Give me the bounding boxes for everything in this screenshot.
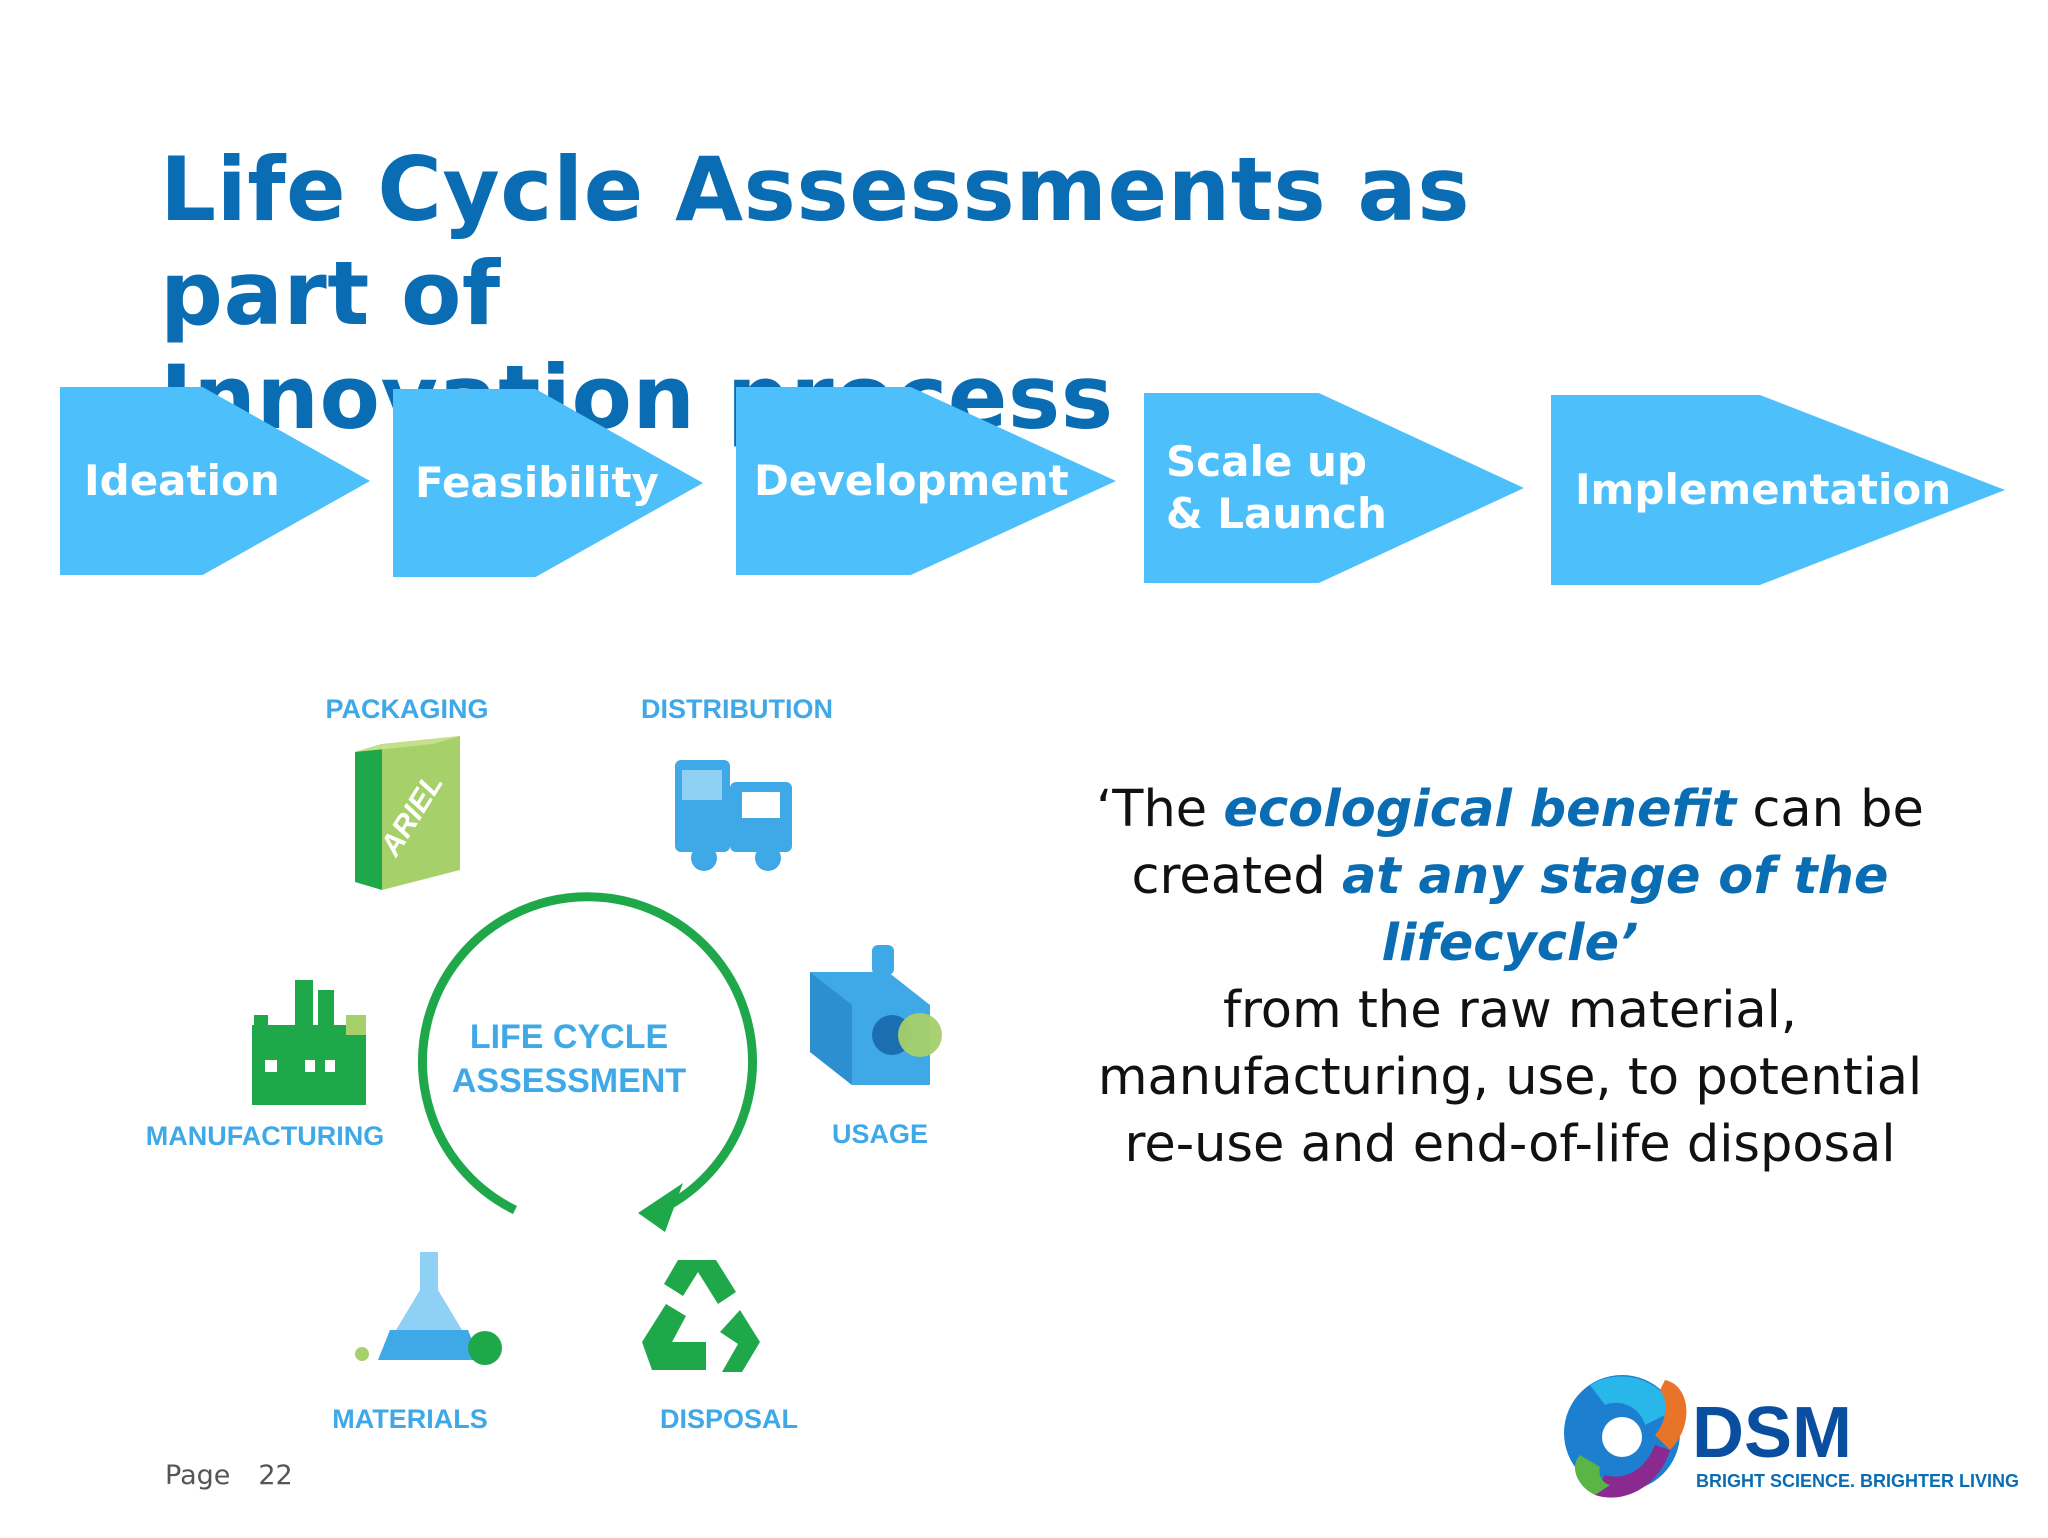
cycle-arrowhead — [638, 1183, 683, 1232]
slide-title: Life Cycle Assessments as part of Innova… — [160, 138, 1660, 450]
process-step-label: Implementation — [1575, 465, 1952, 514]
process-step-label: Ideation — [84, 456, 280, 505]
life-cycle-diagram: LIFE CYCLE ASSESSMENT ARIEL PACKAGING DI… — [146, 694, 942, 1434]
page-label: Page — [165, 1460, 231, 1491]
quote-text-3: from the raw material, manufacturing, us… — [1097, 981, 1923, 1174]
dsm-logo-tagline: BRIGHT SCIENCE. BRIGHTER LIVING. — [1696, 1471, 2020, 1491]
truck-icon — [675, 760, 792, 871]
stage-label-packaging: PACKAGING — [325, 694, 488, 724]
dsm-logo: DSM BRIGHT SCIENCE. BRIGHTER LIVING. — [1564, 1375, 2020, 1498]
quote-emphasis-any-stage: at any stage of the lifecycle’ — [1341, 847, 1889, 973]
stage-label-distribution: DISTRIBUTION — [641, 694, 833, 724]
cycle-arrow — [418, 892, 757, 1215]
page-number: Page 22 — [165, 1460, 293, 1491]
stage-label-manufacturing: MANUFACTURING — [146, 1121, 384, 1151]
stage-label-usage: USAGE — [832, 1119, 928, 1149]
stage-label-disposal: DISPOSAL — [660, 1404, 798, 1434]
flask-icon — [355, 1252, 502, 1365]
quote-text-2: can be created — [1131, 780, 1924, 906]
quote-block: ‘The ecological benefit can be created a… — [1080, 776, 1940, 1178]
process-step-label: Development — [754, 456, 1069, 505]
process-step-label: Feasibility — [415, 458, 659, 507]
packaging-box-icon: ARIEL — [355, 736, 460, 890]
page-number-value: 22 — [258, 1460, 293, 1491]
process-step-label: Scale up & Launch — [1166, 436, 1387, 540]
factory-icon — [252, 980, 366, 1105]
process-step-implementation: Implementation — [1551, 395, 2005, 585]
quote-text-1: ‘The — [1096, 780, 1224, 839]
title-line-1: Life Cycle Assessments as part of — [160, 138, 1471, 345]
recycle-icon — [642, 1260, 760, 1372]
dsm-logo-mark-icon — [1564, 1375, 1687, 1498]
process-step-label-line-2: & Launch — [1166, 489, 1387, 538]
cycle-center-line-2: ASSESSMENT — [452, 1062, 686, 1100]
process-step-label-line-1: Scale up — [1166, 437, 1367, 486]
cycle-center-line-1: LIFE CYCLE — [470, 1018, 668, 1056]
stage-label-materials: MATERIALS — [332, 1404, 488, 1434]
dsm-logo-name: DSM — [1692, 1393, 1852, 1473]
quote-emphasis-ecological-benefit: ecological benefit — [1223, 780, 1737, 839]
washing-machine-icon — [810, 945, 942, 1085]
